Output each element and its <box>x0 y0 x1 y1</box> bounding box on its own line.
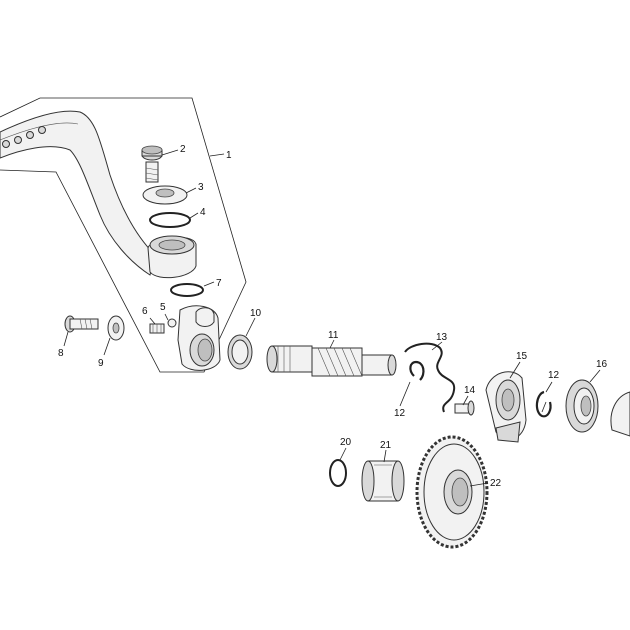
part-9-washer <box>107 315 125 341</box>
part-13-spring <box>404 342 456 413</box>
assembly-outline-1 <box>0 97 247 373</box>
part-21-bearing <box>361 460 405 502</box>
callout-13: 13 <box>436 332 448 343</box>
callout-12a: 12 <box>394 408 406 419</box>
part-20-circlip <box>329 459 347 487</box>
callout-14: 14 <box>464 385 476 396</box>
part-15-ratchet <box>485 371 527 443</box>
part-6-spring <box>149 323 165 334</box>
part-7-o-ring <box>170 283 204 297</box>
callout-21: 21 <box>380 440 392 451</box>
callout-7: 7 <box>216 278 222 289</box>
callout-3: 3 <box>198 182 204 193</box>
part-12a-circlip <box>409 360 425 381</box>
callout-20: 20 <box>340 437 352 448</box>
kickstart-lever <box>0 110 221 371</box>
callout-6: 6 <box>142 306 148 317</box>
callout-16: 16 <box>596 359 608 370</box>
callout-22: 22 <box>490 478 502 489</box>
callout-4: 4 <box>200 207 206 218</box>
part-5-ball <box>167 318 177 328</box>
callout-5: 5 <box>160 302 166 313</box>
part-16-bushing <box>565 379 599 433</box>
callout-9: 9 <box>98 358 104 369</box>
part-11-shaft <box>266 345 397 377</box>
part-3-washer <box>142 185 188 205</box>
leader-lines <box>63 149 601 487</box>
callout-10: 10 <box>250 308 262 319</box>
partial-part-edge <box>610 391 630 437</box>
callout-8: 8 <box>58 348 64 359</box>
part-10-seal <box>227 334 253 370</box>
part-8-bolt <box>64 315 99 333</box>
part-12b-circlip <box>535 390 552 418</box>
callout-12b: 12 <box>548 370 560 381</box>
callout-1: 1 <box>226 150 232 161</box>
callout-15: 15 <box>516 351 528 362</box>
callout-11: 11 <box>328 330 339 341</box>
part-22-gear <box>415 435 489 549</box>
part-4-o-ring <box>149 212 191 228</box>
part-14-bolt <box>454 400 475 416</box>
part-2-bolt <box>141 145 163 183</box>
callout-2: 2 <box>180 144 186 155</box>
